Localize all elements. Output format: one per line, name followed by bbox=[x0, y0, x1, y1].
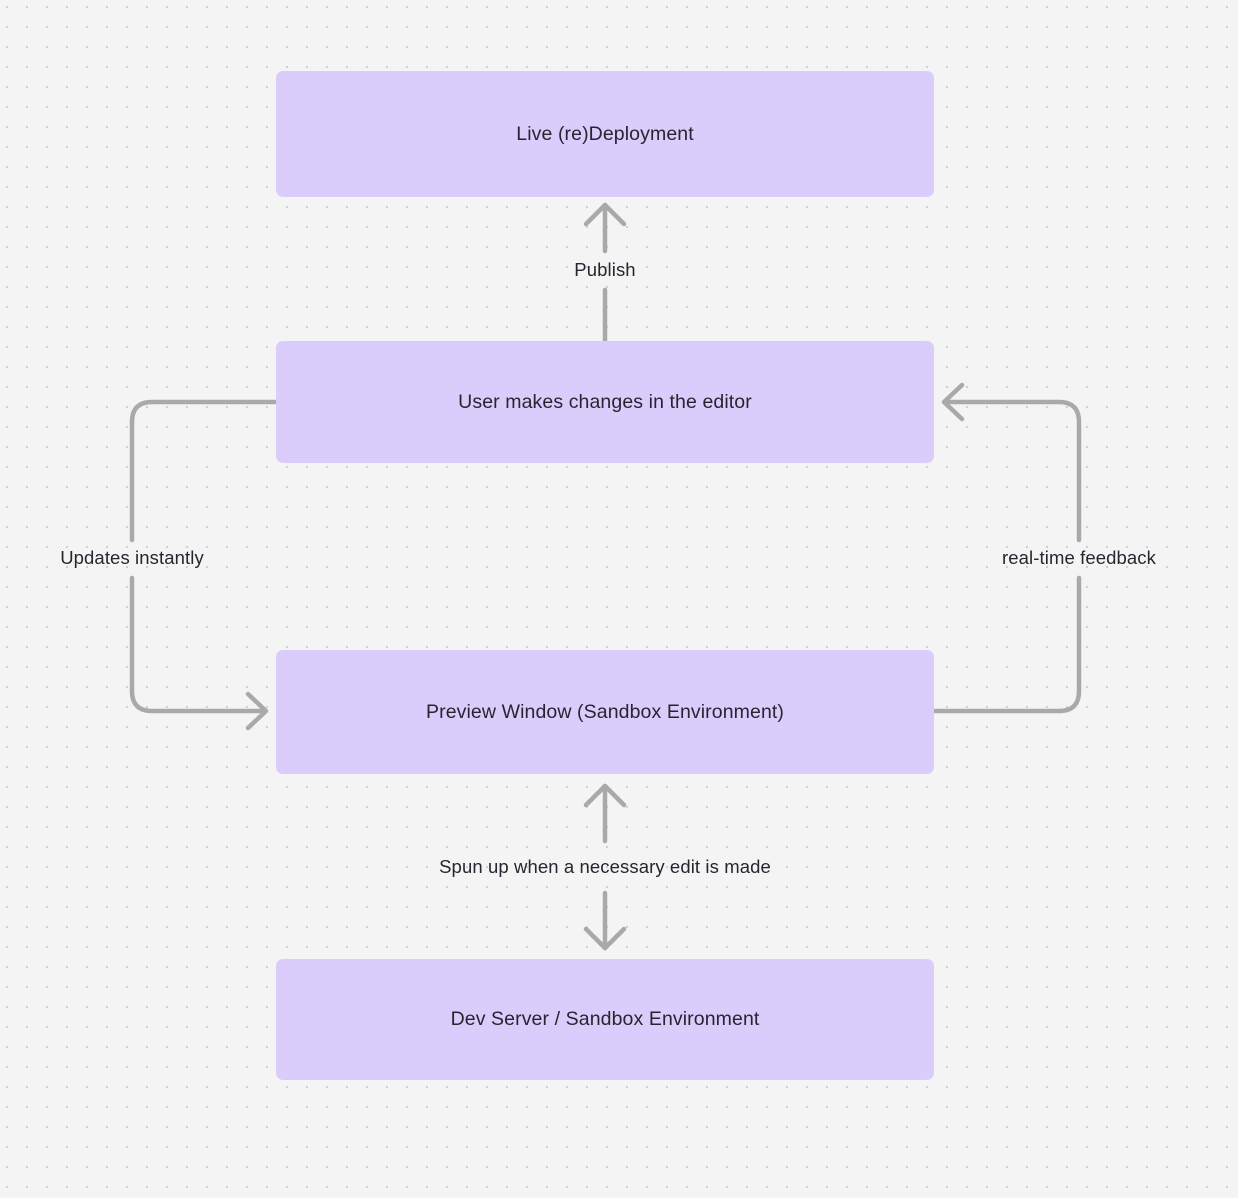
node-dev-server[interactable]: Dev Server / Sandbox Environment bbox=[276, 959, 934, 1080]
arrowhead-down-icon bbox=[583, 926, 627, 951]
arrowhead-left-icon bbox=[941, 382, 965, 422]
node-user-makes-changes[interactable]: User makes changes in the editor bbox=[276, 341, 934, 463]
arrowhead-right-icon bbox=[245, 691, 269, 731]
arrowhead-up-icon bbox=[583, 202, 627, 227]
node-label: User makes changes in the editor bbox=[458, 390, 752, 413]
edge-label-updates-instantly: Updates instantly bbox=[60, 546, 204, 568]
arrowhead-up-icon bbox=[583, 783, 627, 808]
node-label: Preview Window (Sandbox Environment) bbox=[426, 700, 784, 723]
edge-label-real-time-feedback: real-time feedback bbox=[1002, 546, 1156, 568]
node-live-redeployment[interactable]: Live (re)Deployment bbox=[276, 71, 934, 197]
edge-label-publish: Publish bbox=[574, 258, 636, 280]
node-preview-window[interactable]: Preview Window (Sandbox Environment) bbox=[276, 650, 934, 774]
node-label: Dev Server / Sandbox Environment bbox=[450, 1008, 760, 1031]
node-label: Live (re)Deployment bbox=[516, 122, 694, 145]
edge-label-spun-up: Spun up when a necessary edit is made bbox=[439, 855, 771, 877]
